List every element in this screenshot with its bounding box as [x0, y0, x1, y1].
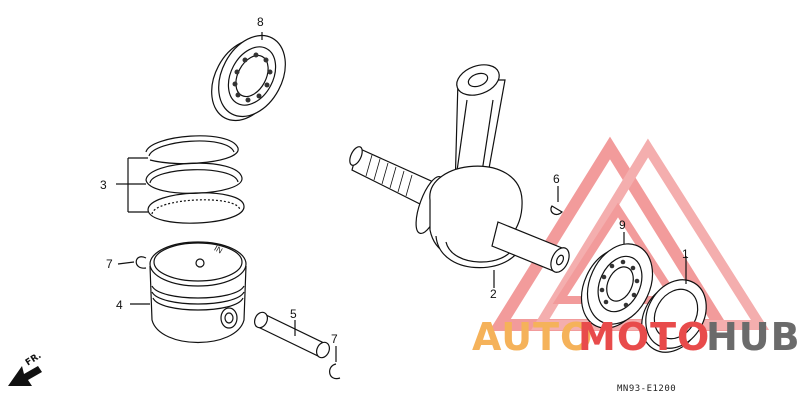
watermark-text-auto: AUTO	[472, 315, 594, 359]
callout-piston-pin-clip-right: 7	[331, 332, 338, 346]
callout-piston: 4	[116, 298, 123, 312]
crankshaft-bearing-top	[211, 32, 286, 122]
piston-pin-clip-right	[329, 346, 341, 380]
callout-piston-rings: 3	[100, 178, 107, 192]
piston-rings	[116, 135, 245, 224]
woodruff-key	[550, 186, 563, 216]
oil-seal	[641, 256, 707, 353]
callout-piston-pin-clip-left: 7	[106, 257, 113, 271]
callout-crankshaft-bearing-top: 8	[257, 15, 264, 29]
callout-crankshaft-bearing-right: 9	[619, 218, 626, 232]
front-direction-arrow	[8, 366, 42, 386]
watermark-text-hub: HUB	[706, 315, 800, 359]
piston-pin	[253, 311, 331, 359]
crankshaft-bearing-right	[580, 232, 654, 329]
crankshaft	[349, 64, 570, 288]
piston	[130, 241, 247, 344]
watermark-text-moto: MOTO	[578, 315, 711, 359]
callout-woodruff-key: 6	[553, 172, 560, 186]
callout-piston-pin: 5	[290, 307, 297, 321]
diagram-code: MN93-E1200	[617, 384, 677, 394]
piston-pin-clip-left	[117, 256, 147, 269]
callout-crankshaft: 2	[490, 287, 497, 301]
callout-oil-seal: 1	[682, 247, 689, 261]
